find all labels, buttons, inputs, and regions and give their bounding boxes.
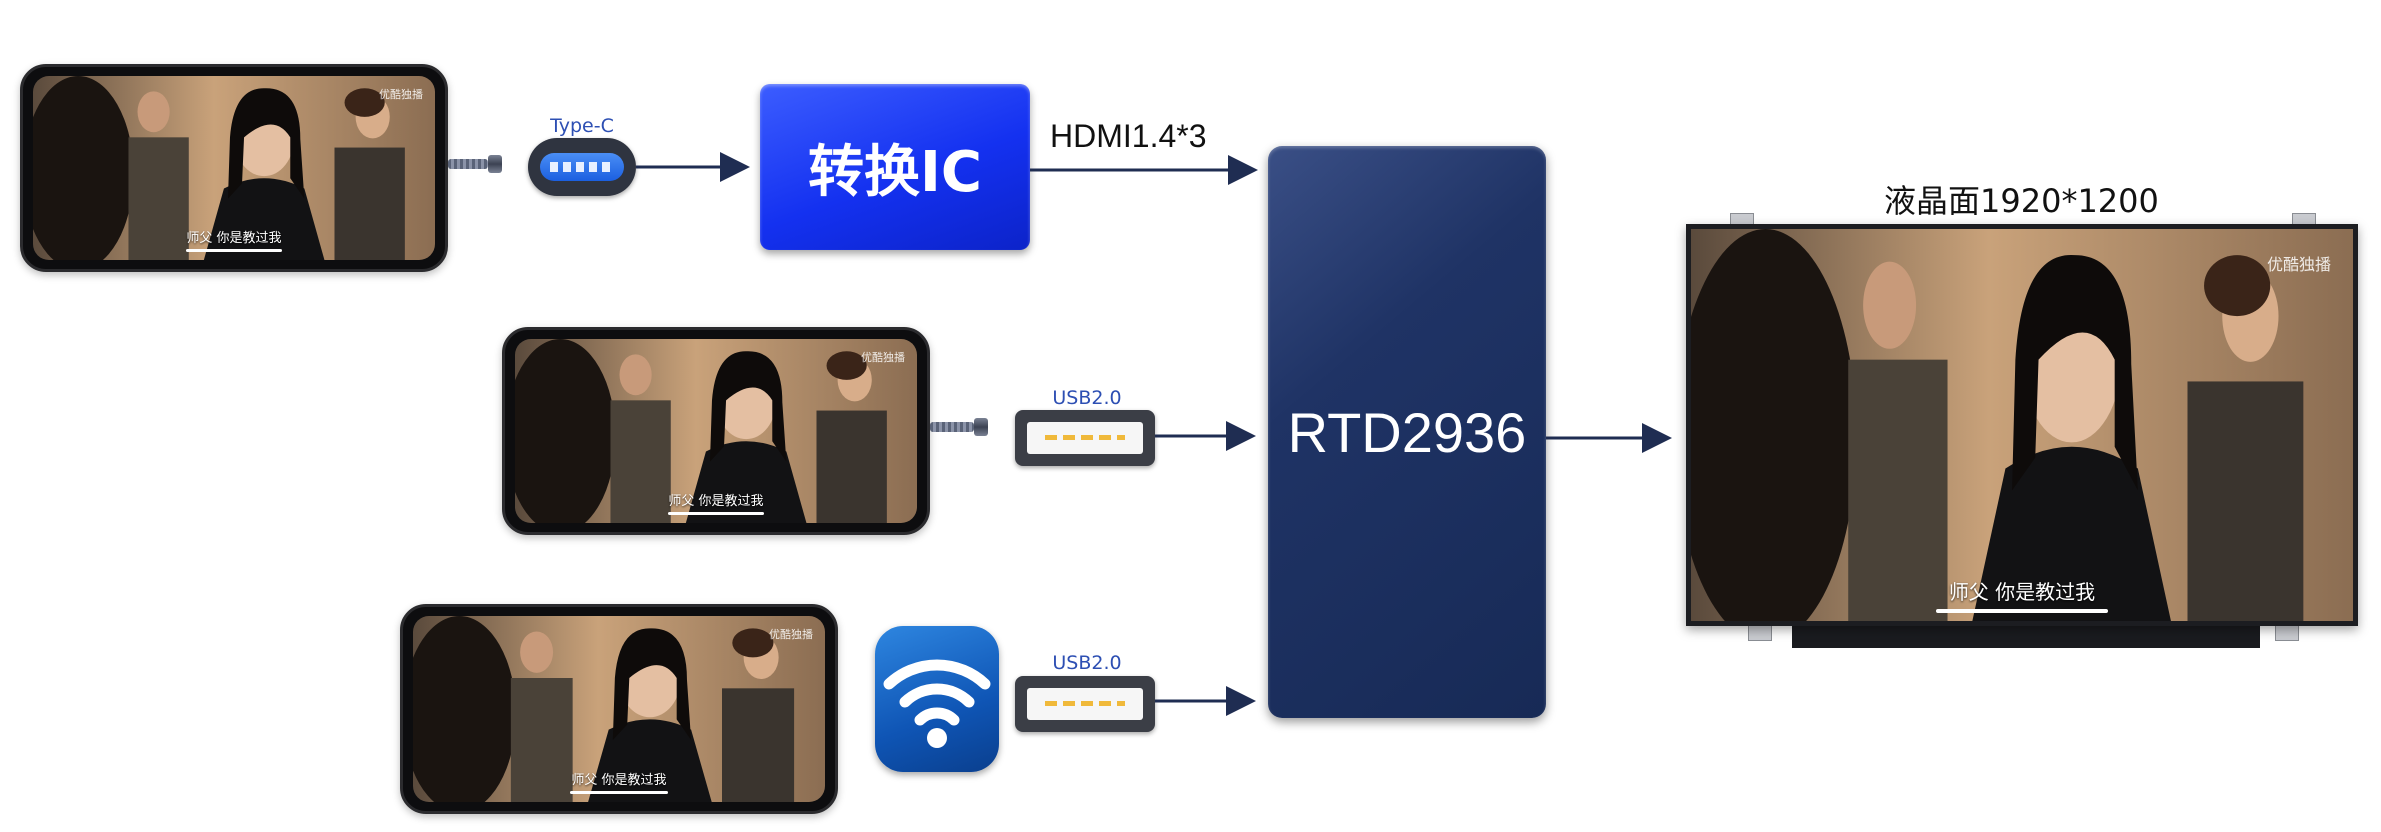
video-subtitle: 师父 你是教过我: [186, 231, 282, 246]
lcd-panel-icon: 优酷独播 师父 你是教过我: [1686, 224, 2358, 626]
usb-port-icon: [1015, 410, 1155, 466]
video-frame: 优酷独播 师父 你是教过我: [413, 616, 825, 802]
video-frame: 优酷独播 师父 你是教过我: [1691, 229, 2353, 621]
type-c-port-icon: [528, 138, 636, 196]
video-watermark: 优酷独播: [861, 351, 905, 364]
convert-ic-block: 转换IC: [760, 84, 1030, 250]
usb-label-1: USB2.0: [1052, 387, 1122, 409]
wifi-icon: [875, 626, 999, 772]
video-frame: 优酷独播 师父 你是教过我: [515, 339, 917, 523]
phone-wifi: 优酷独播 师父 你是教过我: [400, 604, 838, 814]
video-watermark: 优酷独播: [2266, 255, 2331, 274]
video-frame: 优酷独播 师父 你是教过我: [33, 76, 435, 260]
usb-port-icon: [1015, 676, 1155, 732]
phone-usb: 优酷独播 师父 你是教过我: [502, 327, 930, 535]
panel-driver-board: [1792, 622, 2260, 648]
video-scene-image: [413, 616, 825, 802]
panel-label: 液晶面1920*1200: [1884, 182, 2159, 220]
video-scene-image: [1691, 229, 2353, 621]
typec-label: Type-C: [550, 115, 614, 137]
subtitle-underline: [185, 249, 283, 252]
usb-label-2: USB2.0: [1052, 652, 1122, 674]
phone-typec: 优酷独播 师父 你是教过我: [20, 64, 448, 272]
usb-cable: [930, 422, 974, 432]
rtd2936-label: RTD2936: [1287, 400, 1527, 464]
usb-cable-plug: [974, 418, 988, 436]
subtitle-underline: [1935, 609, 2109, 613]
video-watermark: 优酷独播: [769, 628, 813, 641]
subtitle-underline: [667, 512, 765, 515]
video-subtitle: 师父 你是教过我: [668, 494, 764, 509]
subtitle-underline: [569, 791, 669, 794]
typec-cable-plug: [488, 155, 502, 173]
video-subtitle: 师父 你是教过我: [1948, 580, 2096, 604]
video-watermark: 优酷独播: [379, 88, 423, 101]
convert-ic-label: 转换IC: [808, 139, 982, 205]
hdmi-label: HDMI1.4*3: [1050, 118, 1207, 154]
rtd2936-block: RTD2936: [1268, 146, 1546, 718]
video-scene-image: [515, 339, 917, 523]
video-scene-image: [33, 76, 435, 260]
video-subtitle: 师父 你是教过我: [571, 773, 667, 788]
typec-cable: [448, 159, 488, 169]
